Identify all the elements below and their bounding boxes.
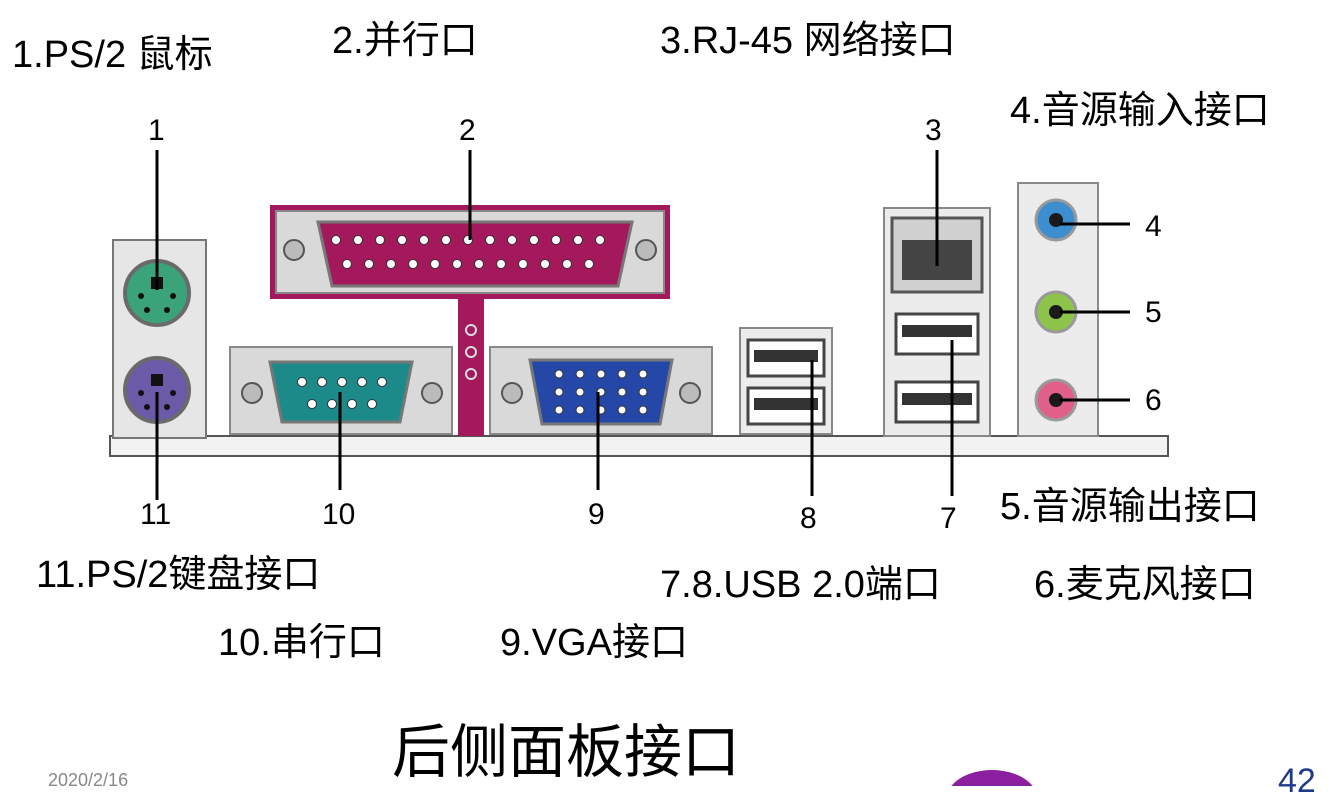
usb-ports-left <box>739 327 833 435</box>
page-number: 42 <box>1278 762 1316 800</box>
callout-6: 6 <box>1145 384 1162 417</box>
callout-10: 10 <box>322 498 356 531</box>
callout-4: 4 <box>1145 210 1162 243</box>
callout-5: 5 <box>1145 296 1162 329</box>
logo-shape <box>951 770 1033 786</box>
audio-block <box>1017 182 1099 437</box>
label-parallel-port: 2.并行口 <box>332 20 478 62</box>
io-panel-base <box>109 435 1169 457</box>
callout-1: 1 <box>148 114 165 147</box>
label-ps2-keyboard: 11.PS/2键盘接口 <box>36 554 321 596</box>
leader-lines <box>155 150 1130 500</box>
callout-8: 8 <box>800 502 817 535</box>
callout-2: 2 <box>459 114 476 147</box>
vga-port <box>489 346 713 435</box>
label-mic: 6.麦克风接口 <box>1034 564 1256 606</box>
label-serial-port: 10.串行口 <box>218 622 385 664</box>
label-audio-out: 5.音源输出接口 <box>1000 486 1260 528</box>
slide-date: 2020/2/16 <box>48 770 129 790</box>
ps2-block <box>112 239 207 439</box>
callout-3: 3 <box>925 114 942 147</box>
slide-title: 后侧面板接口 <box>392 720 741 785</box>
callout-11: 11 <box>140 498 172 531</box>
callout-7: 7 <box>940 502 957 535</box>
label-usb: 7.8.USB 2.0端口 <box>660 564 941 606</box>
label-vga: 9.VGA接口 <box>500 622 688 664</box>
label-audio-in: 4.音源输入接口 <box>1010 90 1270 132</box>
callout-9: 9 <box>588 498 605 531</box>
rj45-usb-block <box>883 207 991 437</box>
label-ps2-mouse: 1.PS/2 鼠标 <box>12 34 213 76</box>
label-rj45: 3.RJ-45 网络接口 <box>660 20 956 62</box>
